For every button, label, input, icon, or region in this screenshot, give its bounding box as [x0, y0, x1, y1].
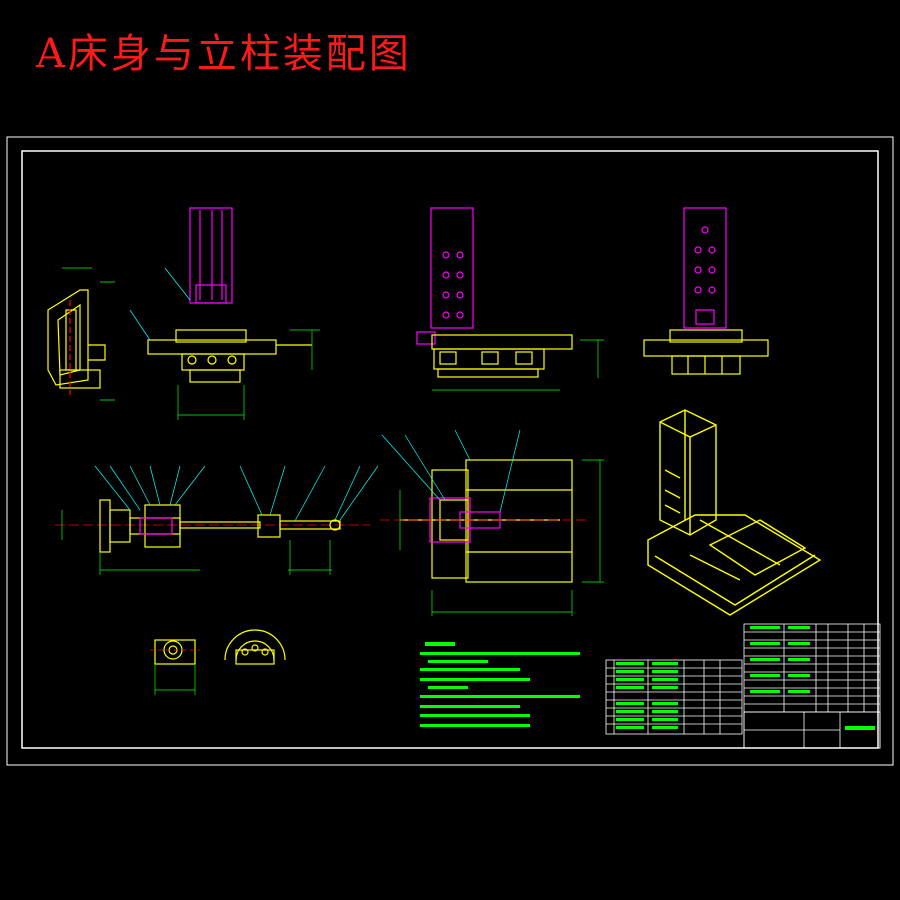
- top-view: [380, 429, 604, 616]
- front-view-1: [129, 207, 320, 420]
- detail-view-b: [224, 629, 286, 665]
- drawing-title: A床身与立柱装配图: [36, 31, 412, 77]
- section-view-left: [47, 289, 106, 395]
- ball-screw-view: [55, 465, 379, 575]
- technical-notes: [420, 642, 580, 727]
- isometric-view: [647, 409, 822, 616]
- parts-list: [605, 659, 743, 735]
- front-view-2: [416, 207, 604, 391]
- inner-frame: [21, 150, 879, 749]
- section-view-dims: [62, 267, 115, 401]
- title-block-entries: [750, 626, 875, 730]
- side-view: [643, 207, 769, 375]
- detail-view-a: [150, 639, 200, 665]
- parts-list-entries: [616, 662, 678, 729]
- title-block: [743, 623, 881, 749]
- detail-view-a-dims: [154, 664, 196, 695]
- outer-frame: [6, 136, 894, 766]
